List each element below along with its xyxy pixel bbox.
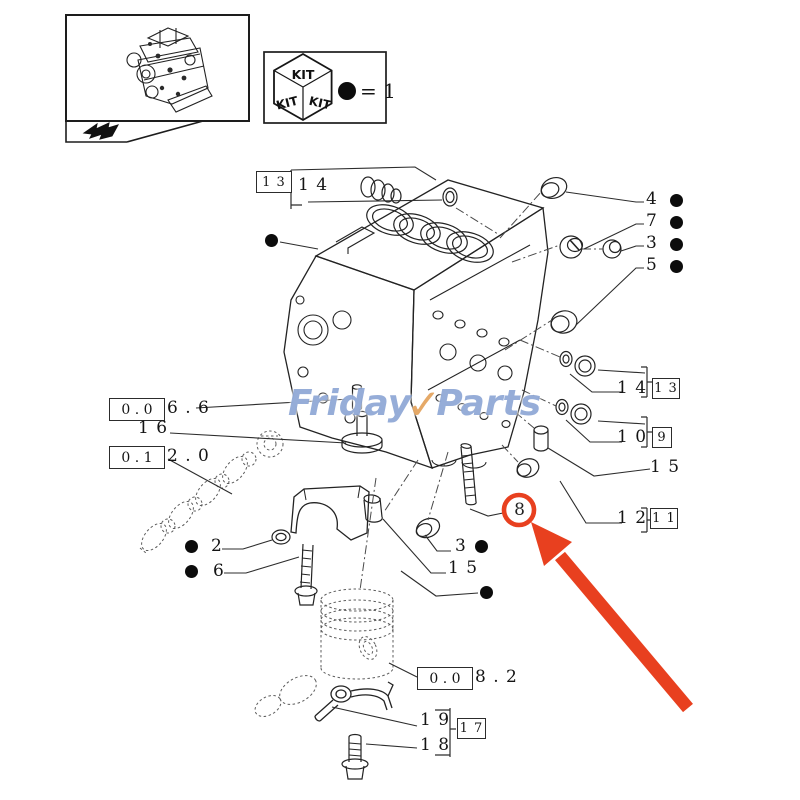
- watermark-second: Parts: [436, 383, 542, 424]
- oil-jet-bolt-18: [341, 733, 369, 780]
- kit-cube-icon: KIT KIT KIT: [273, 52, 333, 122]
- callout-15-bottom: 1 5: [448, 558, 479, 578]
- callout-3-right: 3: [646, 233, 658, 253]
- kit-marker-dot: [475, 540, 488, 553]
- callout-12: 1 2: [617, 508, 648, 528]
- side-face-holes: [427, 244, 531, 469]
- section-ref-0082-box: 0 . 0: [417, 667, 473, 690]
- kit-equation: = 1: [338, 79, 396, 103]
- watermark: Friday✓Parts: [288, 380, 541, 429]
- watermark-check-icon: ✓: [406, 380, 442, 429]
- kit-marker-dot: [670, 216, 683, 229]
- cup-plug-3-bottom: [415, 517, 441, 539]
- bearing-cap-bolt: [294, 543, 318, 606]
- engine-block: [283, 179, 549, 470]
- right-side-plugs: [516, 177, 622, 478]
- watermark-first: Friday: [288, 383, 412, 424]
- leader-lines: [167, 166, 651, 749]
- oil-jet: [314, 681, 394, 722]
- stud-8: [460, 443, 477, 506]
- main-bearing-cap: [290, 485, 370, 541]
- section-ref-0120-box: 0 . 1: [109, 446, 165, 469]
- callout-6: 6: [213, 561, 225, 581]
- kit-marker-dot: [185, 565, 198, 578]
- nav-arrow-icon: [82, 122, 120, 140]
- callout-7: 7: [646, 211, 658, 231]
- callout-19: 1 9: [420, 710, 451, 730]
- kit-face-right: KIT: [308, 94, 333, 113]
- cylinder-bores: [366, 204, 494, 263]
- engine-thumbnail-sketch: [126, 27, 213, 113]
- center-lines: [359, 190, 603, 591]
- callout-4: 4: [646, 189, 658, 209]
- kit-legend-box: [263, 51, 387, 124]
- callout-5: 5: [646, 255, 658, 275]
- o-ring: [442, 187, 458, 207]
- ref-box-11: 1 1: [650, 508, 678, 529]
- kit-marker-dot: [185, 540, 198, 553]
- callout-14-right: 1 4: [617, 378, 648, 398]
- highlight-arrow: [531, 522, 693, 713]
- thumbnail-frame: [65, 14, 250, 143]
- kit-marker-dot: [480, 586, 493, 599]
- camshaft-phantom: [139, 430, 284, 554]
- kit-equals-text: = 1: [360, 79, 396, 103]
- stud-plain: [351, 384, 363, 411]
- ref-box-13-top: 1 3: [256, 171, 292, 193]
- kit-marker-dot: [265, 234, 278, 247]
- dowel-item2: [271, 529, 291, 545]
- callout-3-bottom: 3: [455, 536, 467, 556]
- ref-box-13-right: 1 3: [652, 378, 680, 399]
- callout-14-top: 1 4: [298, 175, 329, 195]
- kit-marker-dot: [670, 194, 683, 207]
- section-ref-0082-rest: 8 . 2: [475, 667, 518, 687]
- section-ref-0120-rest: 2 . 0: [167, 446, 210, 466]
- dowel-15-bottom: [363, 494, 383, 523]
- callout-15-right: 1 5: [650, 457, 681, 477]
- ref-box-9: 9: [652, 427, 672, 448]
- highlight-circle: [501, 492, 537, 528]
- callout-8-highlighted: 8: [514, 500, 525, 520]
- piston-phantom: [254, 588, 394, 717]
- front-face-holes: [295, 295, 356, 424]
- kit-marker-dot: [670, 260, 683, 273]
- section-ref-0066-rest: 6 . 6: [167, 398, 210, 418]
- callout-10: 1 0: [617, 427, 648, 447]
- ref-box-17: 1 7: [457, 718, 486, 739]
- section-ref-0066-box: 0 . 0: [109, 398, 165, 421]
- callout-2: 2: [211, 536, 223, 556]
- kit-face-top: KIT: [292, 67, 315, 82]
- callout-18: 1 8: [420, 735, 451, 755]
- kit-marker-dot: [670, 238, 683, 251]
- kit-face-left: KIT: [275, 93, 300, 112]
- callout-16: 1 6: [138, 418, 169, 438]
- kit-marker-dot: [338, 82, 356, 100]
- fitting-14-top: [360, 176, 458, 207]
